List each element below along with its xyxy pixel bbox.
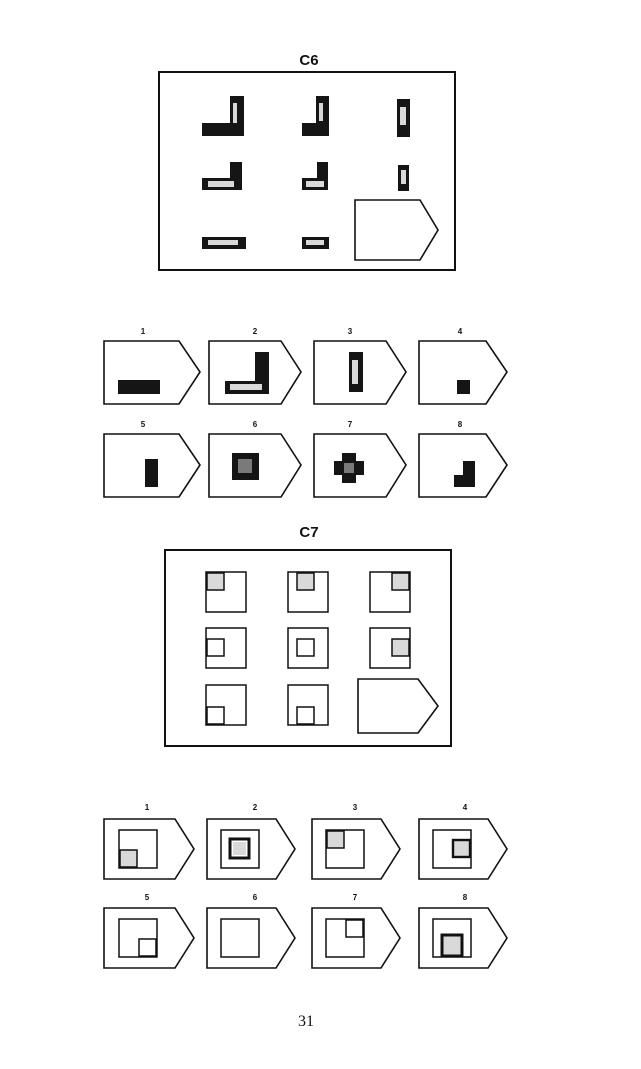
c7-answer-slot [357,678,439,734]
c7-option-number-7: 7 [352,893,358,902]
c6-cell-1-1 [202,96,244,136]
c6-cell-2-3 [398,165,409,191]
matrix-c7 [164,549,452,747]
c6-option-number-6: 6 [252,420,258,429]
c7-option-6[interactable] [206,907,298,971]
c6-option-number-3: 3 [347,327,353,336]
c6-option-number-2: 2 [252,327,258,336]
c7-option-2[interactable] [206,818,298,882]
c7-option-4[interactable] [418,818,510,882]
c6-option-number-7: 7 [347,420,353,429]
c7-option-5[interactable] [103,907,197,971]
c7-option-number-3: 3 [352,803,358,812]
c6-cell-2-2 [302,162,328,190]
problem-title-c6: C6 [299,52,319,69]
c6-cell-3-1 [202,237,246,249]
c6-cell-1-3 [397,99,410,137]
c7-option-number-8: 8 [462,893,468,902]
c6-option-7[interactable] [313,433,409,499]
matrix-c6-figures [202,96,439,261]
page-number: 31 [298,1013,314,1030]
c7-option-8[interactable] [418,907,510,971]
c6-option-2[interactable] [208,340,304,406]
matrix-c6 [158,71,456,271]
c7-option-7[interactable] [311,907,403,971]
c6-option-number-5: 5 [140,420,146,429]
c7-option-number-4: 4 [462,803,468,812]
c7-option-number-2: 2 [252,803,258,812]
c6-option-3[interactable] [313,340,409,406]
c6-option-5[interactable] [103,433,203,499]
matrix-c7-figures [205,571,439,734]
c6-cell-3-2 [302,237,329,249]
c7-option-number-5: 5 [144,893,150,902]
problem-title-c7: C7 [299,524,319,541]
c7-option-3[interactable] [311,818,403,882]
c7-option-number-6: 6 [252,893,258,902]
c6-option-number-4: 4 [457,327,463,336]
c6-option-1[interactable] [103,340,203,406]
c7-option-1[interactable] [103,818,197,882]
c6-cell-2-1 [202,162,242,190]
c6-answer-slot [354,199,439,261]
c6-option-6[interactable] [208,433,304,499]
c6-option-number-8: 8 [457,420,463,429]
c6-option-number-1: 1 [140,327,146,336]
c7-option-number-1: 1 [144,803,150,812]
c6-cell-1-2 [302,96,329,136]
c6-option-8[interactable] [418,433,510,499]
c6-option-4[interactable] [418,340,510,406]
